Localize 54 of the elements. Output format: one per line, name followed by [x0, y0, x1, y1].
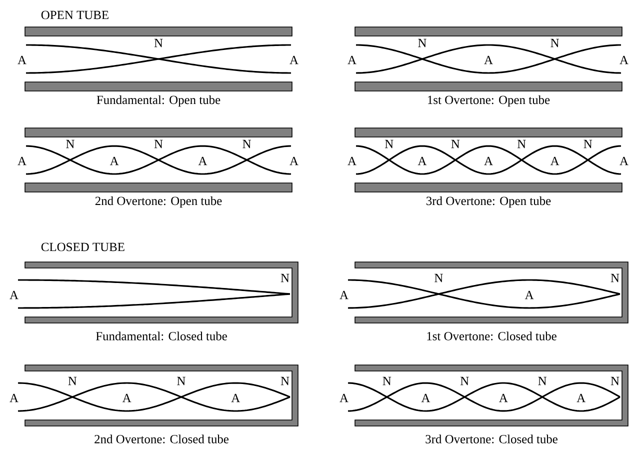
node-label: N: [66, 140, 74, 148]
antinode-label: A: [348, 156, 356, 166]
antinode-label: A: [110, 156, 119, 166]
antinode-label: A: [620, 156, 628, 166]
node-label: N: [154, 38, 163, 48]
antinode-label: A: [340, 290, 348, 300]
node-label: N: [434, 274, 443, 282]
antinode-label: A: [418, 156, 427, 166]
caption: 2nd Overtone: Open tube: [95, 196, 222, 208]
antinode-label: A: [620, 56, 628, 64]
node-label: N: [451, 140, 460, 148]
antinode-label: A: [421, 394, 430, 402]
caption: 1st Overtone: Open tube: [428, 95, 550, 107]
antinode-label: A: [576, 394, 586, 402]
node-label: N: [418, 38, 426, 48]
node-label: N: [154, 140, 163, 148]
antinode-label: A: [290, 56, 298, 64]
antinode-label: A: [10, 394, 18, 402]
node-label: N: [242, 140, 252, 148]
antinode-label: A: [10, 290, 18, 300]
antinode-label: A: [122, 394, 132, 402]
antinode-label: A: [18, 56, 26, 64]
antinode-label: A: [499, 394, 508, 402]
caption: 1st Overtone: Closed tube: [427, 332, 556, 340]
node-label: N: [280, 376, 290, 386]
antinode-label: A: [484, 56, 493, 64]
node-label: N: [610, 274, 620, 282]
antinode-label: A: [348, 56, 356, 64]
caption: 3rd Overtone: Open tube: [426, 196, 551, 208]
node-label: N: [460, 376, 469, 386]
node-label: N: [68, 376, 77, 386]
antinode-label: A: [290, 156, 298, 166]
caption: Fundamental: Open tube: [96, 95, 220, 107]
section-heading: OPEN TUBE: [41, 10, 108, 20]
antinode-label: A: [18, 156, 26, 166]
node-label: N: [382, 376, 392, 386]
node-label: N: [177, 376, 186, 386]
caption: 2nd Overtone: Closed tube: [94, 434, 229, 444]
section-heading: CLOSED TUBE: [41, 242, 124, 252]
antinode-label: A: [484, 156, 493, 166]
node-label: N: [550, 38, 559, 48]
caption: 3rd Overtone: Closed tube: [426, 434, 558, 444]
node-label: N: [610, 376, 620, 386]
antinode-label: A: [231, 394, 240, 402]
node-label: N: [517, 140, 526, 148]
node-label: N: [584, 140, 592, 148]
node-label: N: [280, 274, 290, 282]
antinode-label: A: [524, 290, 534, 300]
caption: Fundamental: Closed tube: [96, 332, 227, 340]
antinode-label: A: [550, 156, 560, 166]
node-label: N: [538, 376, 546, 386]
antinode-label: A: [198, 156, 208, 166]
node-label: N: [384, 140, 394, 148]
antinode-label: A: [340, 394, 348, 402]
